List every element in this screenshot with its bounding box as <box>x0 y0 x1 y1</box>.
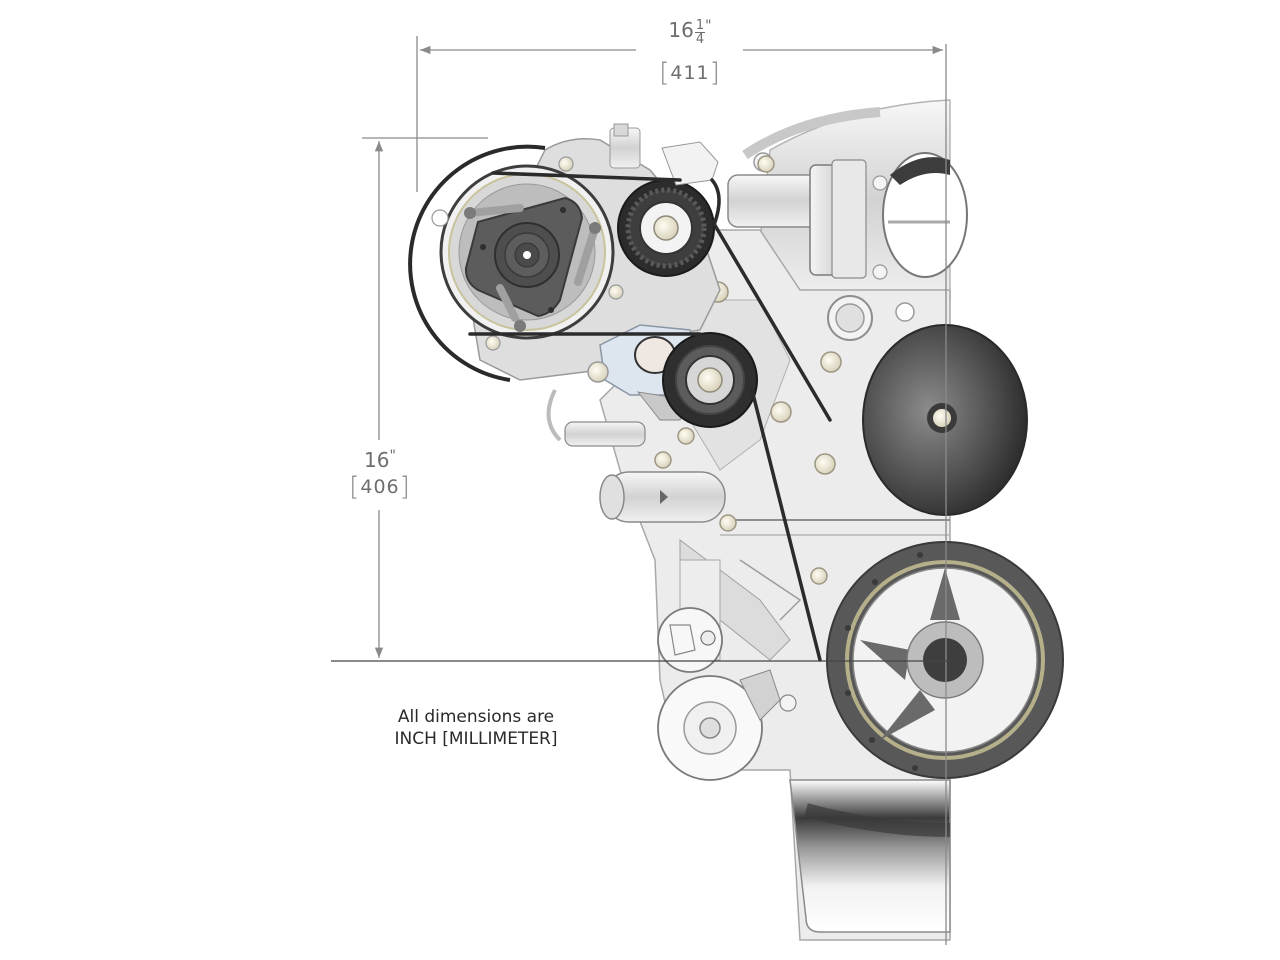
width-metric-value: 411 <box>670 62 710 84</box>
inch-mark: " <box>705 18 712 34</box>
units-note-line1: All dimensions are <box>397 707 555 727</box>
width-dimension-metric: [411] <box>659 58 721 88</box>
water-pump-pulley <box>862 324 1028 516</box>
units-note-line2: INCH [MILLIMETER] <box>394 729 558 749</box>
oil-pan <box>789 779 951 933</box>
dimension-lines <box>331 36 950 945</box>
fraction-numerator: 1 <box>694 18 706 33</box>
height-dimension-metric: [406] <box>349 472 411 502</box>
coolant-outlet <box>546 389 726 523</box>
height-dimension-label: 16" <box>340 448 420 472</box>
idler-pulley-upper <box>617 141 719 277</box>
tensioner-pulley <box>587 324 758 428</box>
serpentine-belt <box>468 171 832 662</box>
fraction-denominator: 4 <box>695 32 705 47</box>
throttle-body <box>727 152 968 280</box>
width-dimension-whole: 16 <box>668 18 694 42</box>
engine-block <box>546 99 1064 941</box>
ac-compressor <box>408 123 721 382</box>
height-metric-value: 406 <box>360 476 400 498</box>
crank-balancer <box>826 541 1064 779</box>
inch-mark: " <box>389 448 396 464</box>
units-note: All dimensions are INCH [MILLIMETER] <box>362 706 590 750</box>
thermostat-housing <box>827 295 915 341</box>
height-dimension-value: 16 <box>364 448 390 472</box>
starter-motor <box>657 607 797 781</box>
